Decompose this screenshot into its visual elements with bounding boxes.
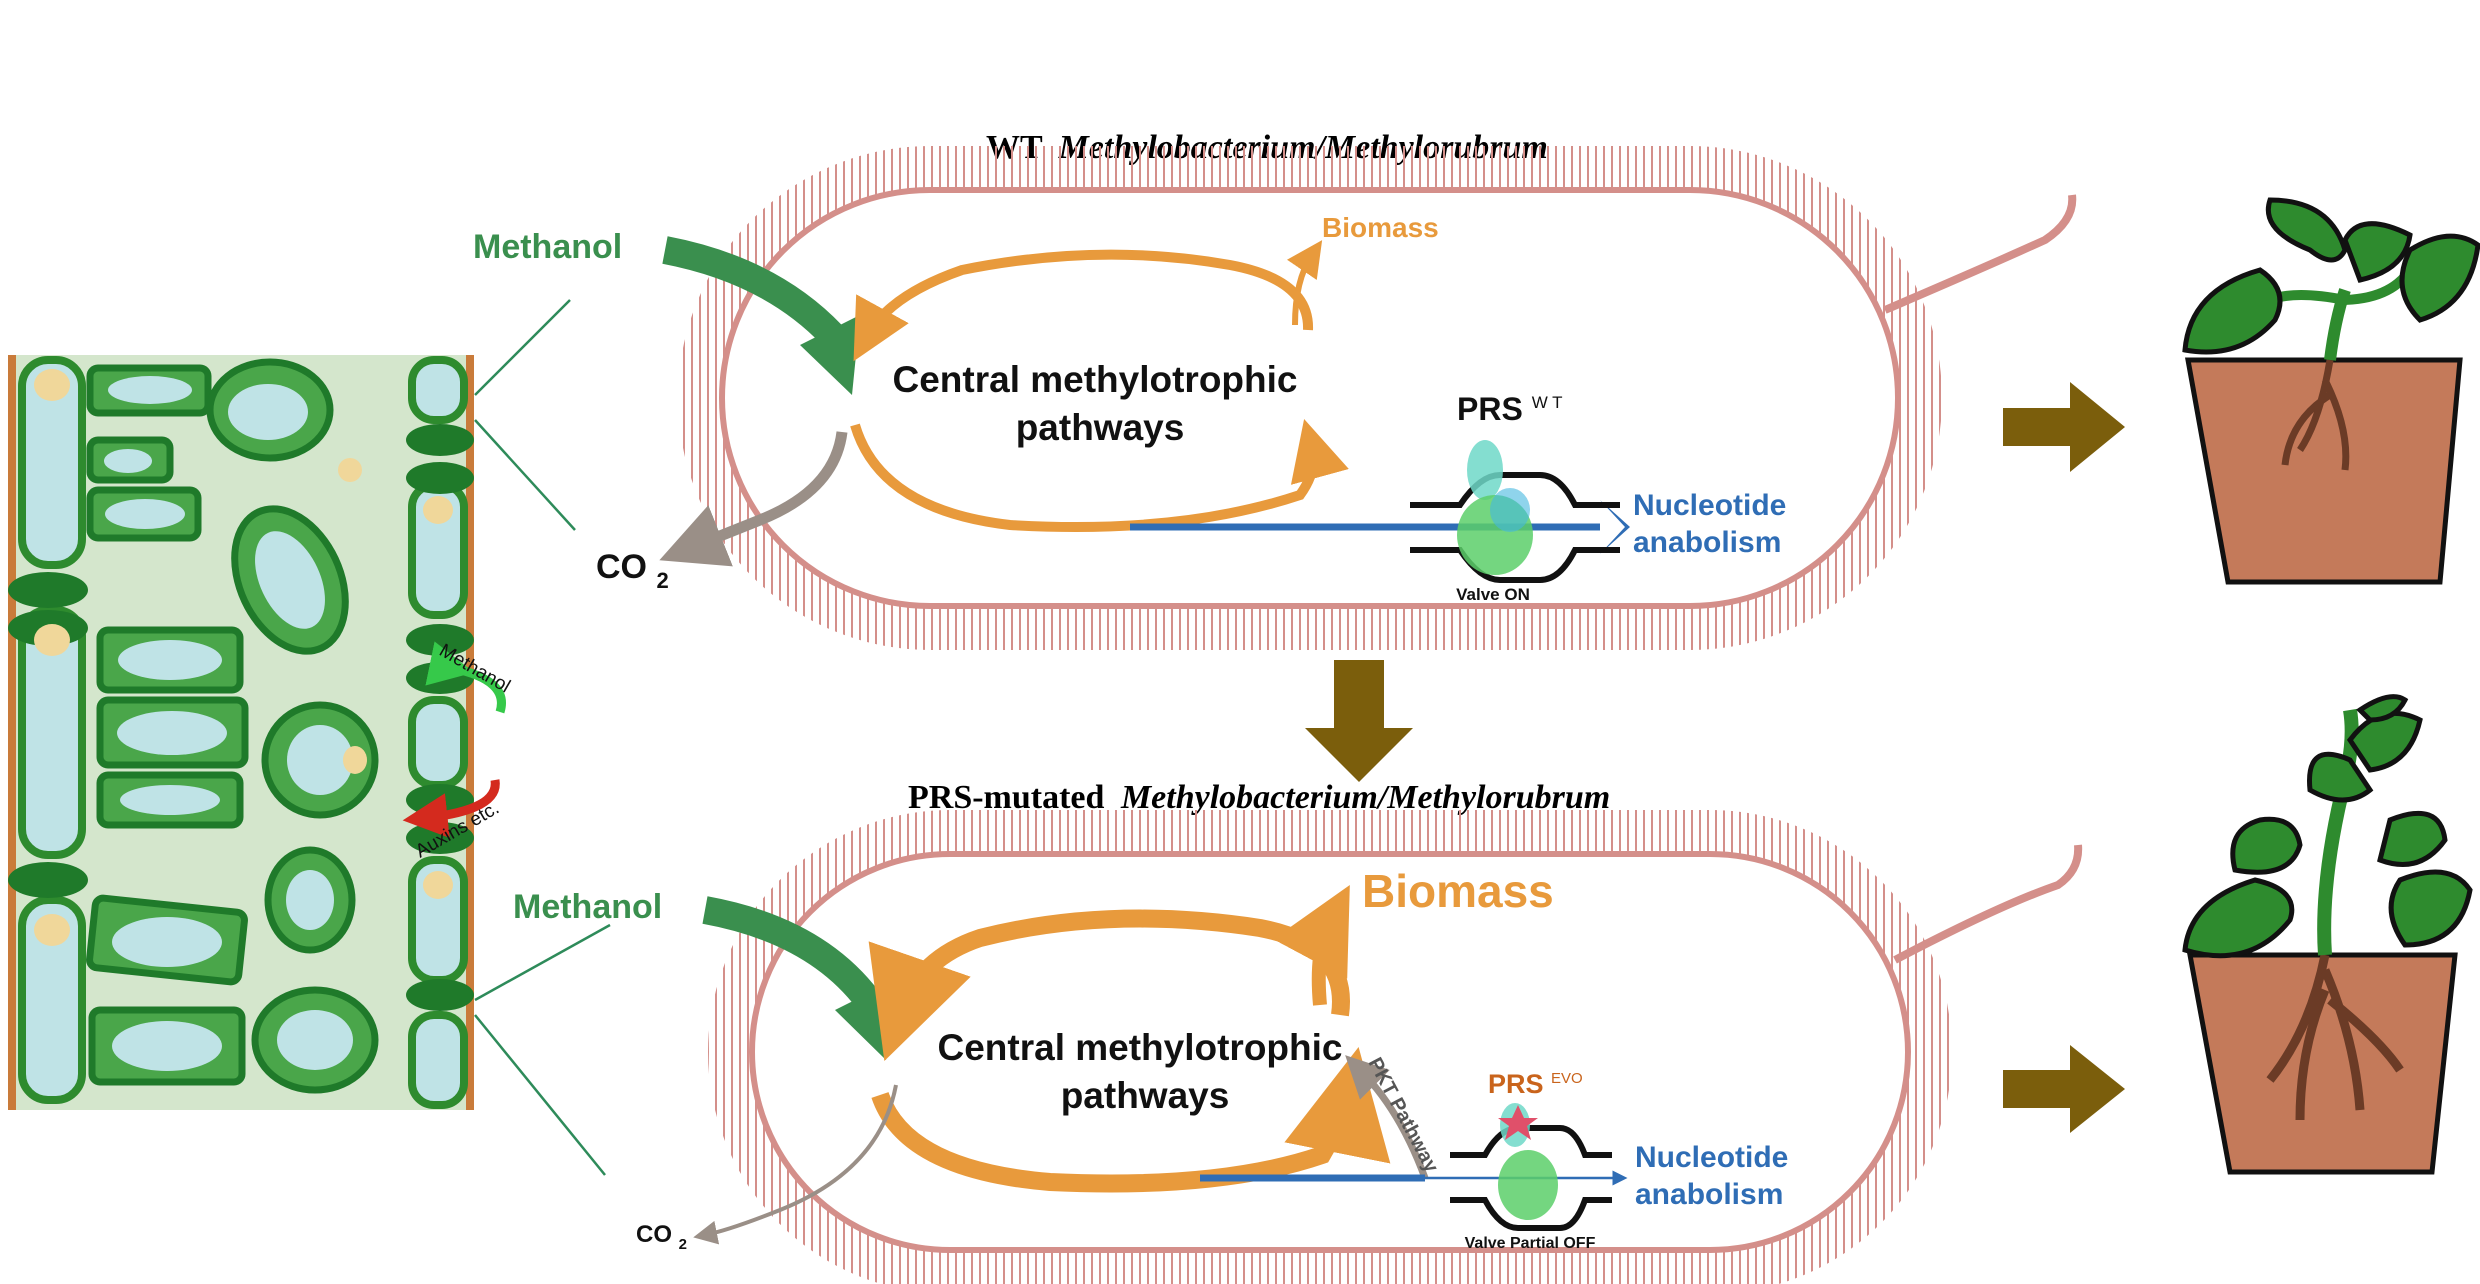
bottom-valve-label: Valve Partial OFF bbox=[1465, 1235, 1596, 1252]
bottom-co2-arrow bbox=[693, 1084, 898, 1245]
bottom-co2-label: CO 2 bbox=[636, 1221, 687, 1253]
top-prs-label: PRS W T bbox=[1457, 391, 1563, 427]
bottom-title-prefix: PRS-mutated bbox=[908, 779, 1105, 816]
valve-partial-icon bbox=[1450, 1125, 1612, 1231]
top-central-line1: Central methylotrophic bbox=[893, 359, 1298, 400]
top-central-line2: pathways bbox=[1016, 407, 1185, 448]
bottom-nucleotide-line2: anabolism bbox=[1635, 1178, 1783, 1211]
top-prs-superscript: W T bbox=[1532, 393, 1563, 412]
prs-evo-protein-icon bbox=[1498, 1103, 1558, 1220]
top-biomass-label: Biomass bbox=[1322, 212, 1439, 243]
bottom-title-organism: Methylobacterium/Methylorubrum bbox=[1120, 779, 1610, 816]
bottom-prs-label: PRS EVO bbox=[1488, 1069, 1583, 1099]
bottom-prs-superscript: EVO bbox=[1551, 1070, 1583, 1087]
bottom-co2-text: CO bbox=[636, 1221, 672, 1248]
bottom-panel-title: PRS-mutated Methylobacterium/Methylorubr… bbox=[908, 779, 1610, 816]
top-central-cycle bbox=[850, 249, 1349, 532]
leaf-cross-section-icon bbox=[8, 355, 474, 1110]
zoom-connector-lines bbox=[474, 299, 611, 1176]
top-co2-text: CO bbox=[596, 548, 647, 586]
right-arrow-icon-bottom bbox=[2003, 1045, 2125, 1133]
top-co2-arrow bbox=[659, 431, 848, 567]
methanol-exchange-arrow bbox=[425, 641, 506, 714]
bottom-biomass-arrow bbox=[1273, 884, 1350, 1006]
top-nucleotide-line1: Nucleotide bbox=[1633, 489, 1786, 522]
top-biomass-arrow bbox=[1286, 240, 1323, 326]
plant-pot-icon bbox=[2182, 197, 2480, 585]
bottom-methanol-label: Methanol bbox=[513, 888, 662, 926]
top-co2-subscript: 2 bbox=[656, 568, 668, 593]
top-co2-label: CO 2 bbox=[596, 548, 669, 593]
bottom-prs-text: PRS bbox=[1488, 1069, 1544, 1099]
bottom-nucleotide-line1: Nucleotide bbox=[1635, 1141, 1788, 1174]
bottom-biomass-label: Biomass bbox=[1362, 865, 1554, 917]
prs-protein-icon bbox=[1457, 440, 1533, 575]
bottom-central-line1: Central methylotrophic bbox=[938, 1027, 1343, 1068]
right-arrow-icon bbox=[2003, 382, 2125, 472]
top-valve-label: Valve ON bbox=[1456, 585, 1530, 604]
top-prs-text: PRS bbox=[1457, 391, 1523, 427]
down-arrow-icon bbox=[1305, 660, 1413, 782]
plant-pot-large-icon bbox=[2182, 694, 2473, 1175]
auxins-exchange-arrow bbox=[402, 779, 500, 838]
bottom-co2-subscript: 2 bbox=[679, 1236, 687, 1253]
top-methanol-label: Methanol bbox=[473, 228, 622, 266]
bottom-central-line2: pathways bbox=[1061, 1075, 1230, 1116]
top-methanol-arrow bbox=[662, 236, 860, 395]
top-nucleotide-line2: anabolism bbox=[1633, 526, 1781, 559]
pkt-pathway-arrow bbox=[1345, 1055, 1429, 1180]
